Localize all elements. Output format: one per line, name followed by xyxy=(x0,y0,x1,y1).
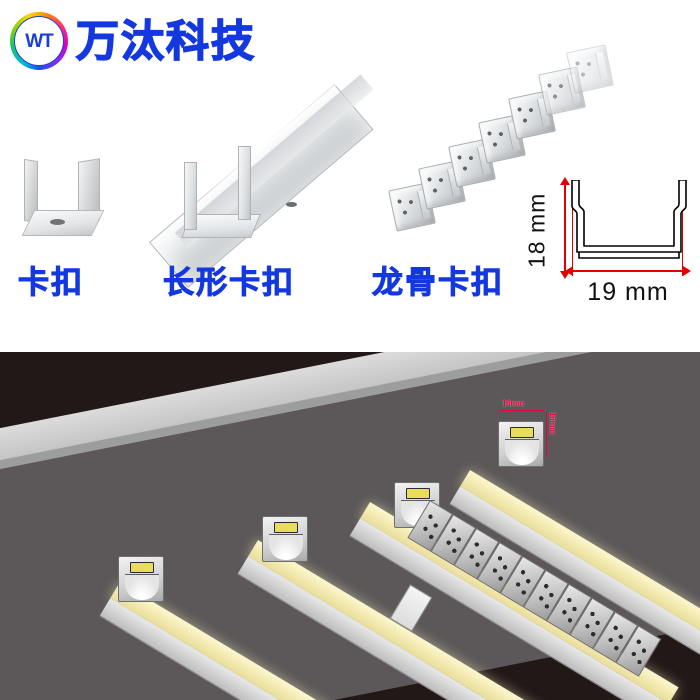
led-chip-indicator xyxy=(274,522,298,533)
wt-circular-rainbow-logo-icon: WT xyxy=(10,12,68,70)
channel-end-cap xyxy=(262,516,308,562)
installation-render-panel: 16mm 16mm xyxy=(0,352,700,700)
led-chip-indicator xyxy=(130,562,154,573)
height-dimension-label: 18 mm xyxy=(523,192,550,268)
end-cap-cavity xyxy=(269,534,303,560)
u-shaped-metal-clip-icon xyxy=(21,152,108,238)
long-aluminum-u-channel-icon xyxy=(149,0,500,289)
keel-clip-unit xyxy=(566,44,614,94)
led-chip-indicator xyxy=(510,427,534,438)
channel-end-right-wall xyxy=(238,146,251,220)
clip-mounting-hole xyxy=(50,219,65,225)
product-showcase-panel: WT 万汰科技 xyxy=(0,0,700,352)
product-caption-clip: 卡扣 xyxy=(18,265,84,301)
product-caption-keel-clip: 龙骨卡扣 xyxy=(372,265,504,301)
product-caption-long-clip: 长形卡扣 xyxy=(163,265,295,301)
company-name: 万汰科技 xyxy=(75,16,256,68)
end-cap-cavity xyxy=(125,574,159,600)
brand-header: WT 万汰科技 xyxy=(8,8,308,74)
channel-end-cap xyxy=(498,421,544,467)
logo-inner-circle: WT xyxy=(14,16,64,66)
width-dimension-label: 19 mm xyxy=(587,278,669,306)
width-callout-line xyxy=(499,410,543,411)
logo-monogram: WT xyxy=(25,30,54,52)
channel-end-left-wall xyxy=(184,162,197,230)
height-dimension-arrow xyxy=(560,177,570,279)
height-callout-label: 16mm xyxy=(548,412,557,434)
width-dimension-arrow xyxy=(565,266,691,276)
dimension-drawing: 18 mm 19 mm xyxy=(520,166,698,316)
width-callout-label: 16mm xyxy=(502,399,524,408)
channel-mounting-hole xyxy=(286,202,297,207)
dimension-guide-right xyxy=(682,180,683,276)
channel-end-cap xyxy=(118,556,164,602)
led-chip-indicator xyxy=(406,488,430,499)
height-callout-line xyxy=(546,412,547,457)
channel-cross-section-profile-icon xyxy=(571,180,687,259)
dimension-guide-left xyxy=(572,180,573,276)
end-cap-cavity xyxy=(505,439,539,465)
